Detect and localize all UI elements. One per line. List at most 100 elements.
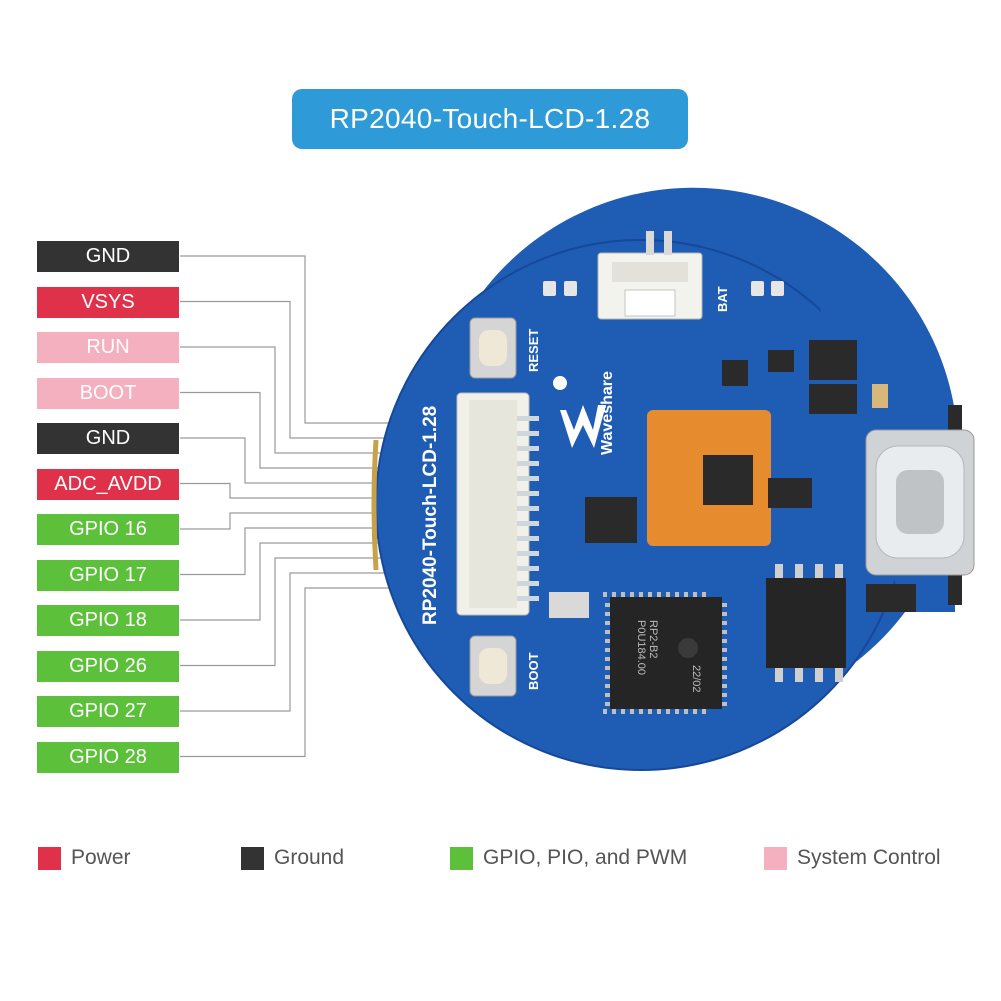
pin-label: RUN [37, 332, 179, 363]
waveshare-logo: Waveshare [553, 371, 616, 455]
mcu-pin [722, 684, 727, 688]
mcu-pin [605, 612, 610, 616]
legend-swatch [38, 846, 61, 870]
pin-label: GPIO 28 [37, 742, 179, 773]
reset-silkscreen: RESET [526, 329, 541, 372]
mcu-pin [693, 592, 697, 597]
mcu-pin [605, 666, 610, 670]
pin-label: GND [37, 423, 179, 454]
mcu-pin [684, 592, 688, 597]
mcu-pin [630, 592, 634, 597]
mcu-pin [630, 709, 634, 714]
legend-item-system-control: System Control [764, 846, 941, 870]
fpc-pin [517, 476, 539, 481]
mcu-pin [666, 592, 670, 597]
mcu-pin [612, 709, 616, 714]
mcu-pin [684, 709, 688, 714]
mcu-pin [605, 639, 610, 643]
fpc-pin [517, 491, 539, 496]
fpc-pin [517, 506, 539, 511]
mcu-pin [722, 639, 727, 643]
pin-label: GPIO 17 [37, 560, 179, 591]
mcu-pin [612, 592, 616, 597]
pin-label: GPIO 27 [37, 696, 179, 727]
pin-label: VSYS [37, 287, 179, 318]
mcu-pin [605, 648, 610, 652]
mcu-pin [648, 709, 652, 714]
page-title: RP2040-Touch-LCD-1.28 [292, 89, 688, 149]
boot-button [469, 635, 517, 697]
pin-label: GPIO 26 [37, 651, 179, 682]
mcu-pin [722, 693, 727, 697]
mcu-pin [605, 693, 610, 697]
mcu-pin [605, 630, 610, 634]
svg-text:Waveshare: Waveshare [599, 371, 616, 455]
pin-label: GPIO 16 [37, 514, 179, 545]
mcu-pin [605, 675, 610, 679]
mcu-pin [693, 709, 697, 714]
mcu-pin [603, 709, 607, 714]
mcu-pin [621, 592, 625, 597]
mcu-pin [605, 684, 610, 688]
mcu-pin [639, 592, 643, 597]
legend-item-power: Power [38, 846, 131, 870]
mcu-pin [722, 603, 727, 607]
fpc-connector [456, 392, 539, 616]
legend-label: System Control [797, 846, 941, 869]
mcu-pin [722, 612, 727, 616]
mcu-pin [605, 657, 610, 661]
imu-chip [585, 497, 637, 543]
mcu-pin [722, 675, 727, 679]
mcu-pin [722, 666, 727, 670]
mcu-pin [648, 592, 652, 597]
mcu-pin [702, 709, 706, 714]
pin-label: GND [37, 241, 179, 272]
boot-silkscreen: BOOT [526, 652, 541, 690]
svg-text:22/02: 22/02 [690, 665, 702, 693]
flash-chip [766, 564, 846, 682]
mcu-pin [657, 709, 661, 714]
mcu-pin [722, 648, 727, 652]
mcu-pin [657, 592, 661, 597]
fpc-pin [517, 551, 539, 556]
fpc-pin [517, 566, 539, 571]
mcu-pin [702, 592, 706, 597]
legend-swatch [764, 846, 787, 870]
mcu-pin [605, 621, 610, 625]
svg-text:P0U184.00: P0U184.00 [635, 620, 647, 675]
fpc-pin [517, 521, 539, 526]
usb-c-port [865, 429, 975, 576]
fpc-pin [517, 431, 539, 436]
pin-label: BOOT [37, 378, 179, 409]
mcu-pin [605, 702, 610, 706]
mcu-pin [722, 630, 727, 634]
legend-swatch [450, 846, 473, 870]
fpc-pin [517, 536, 539, 541]
legend-label: Ground [274, 846, 345, 869]
rp2040-chip: RP2-B2 P0U184.00 22/02 [603, 592, 727, 714]
fpc-pin [517, 596, 539, 601]
touch-chip [647, 410, 771, 546]
fpc-pin [517, 446, 539, 451]
mcu-pin [666, 709, 670, 714]
mcu-pin [722, 621, 727, 625]
fpc-pin [517, 461, 539, 466]
mcu-pin [605, 603, 610, 607]
legend-swatch [241, 846, 264, 870]
fpc-pin [517, 581, 539, 586]
mcu-pin [603, 592, 607, 597]
pin-label: GPIO 18 [37, 605, 179, 636]
mcu-pin [675, 709, 679, 714]
reset-button [469, 317, 517, 379]
mcu-pin [722, 657, 727, 661]
mcu-pin [722, 702, 727, 706]
battery-connector [597, 231, 703, 320]
board-name-silkscreen: RP2040-Touch-LCD-1.28 [420, 406, 441, 625]
bat-silkscreen: BAT [715, 286, 730, 312]
mcu-pin [639, 709, 643, 714]
legend-item-ground: Ground [241, 846, 344, 870]
mcu-pin [621, 709, 625, 714]
legend-label: GPIO, PIO, and PWM [483, 846, 688, 869]
legend-label: Power [71, 846, 131, 869]
